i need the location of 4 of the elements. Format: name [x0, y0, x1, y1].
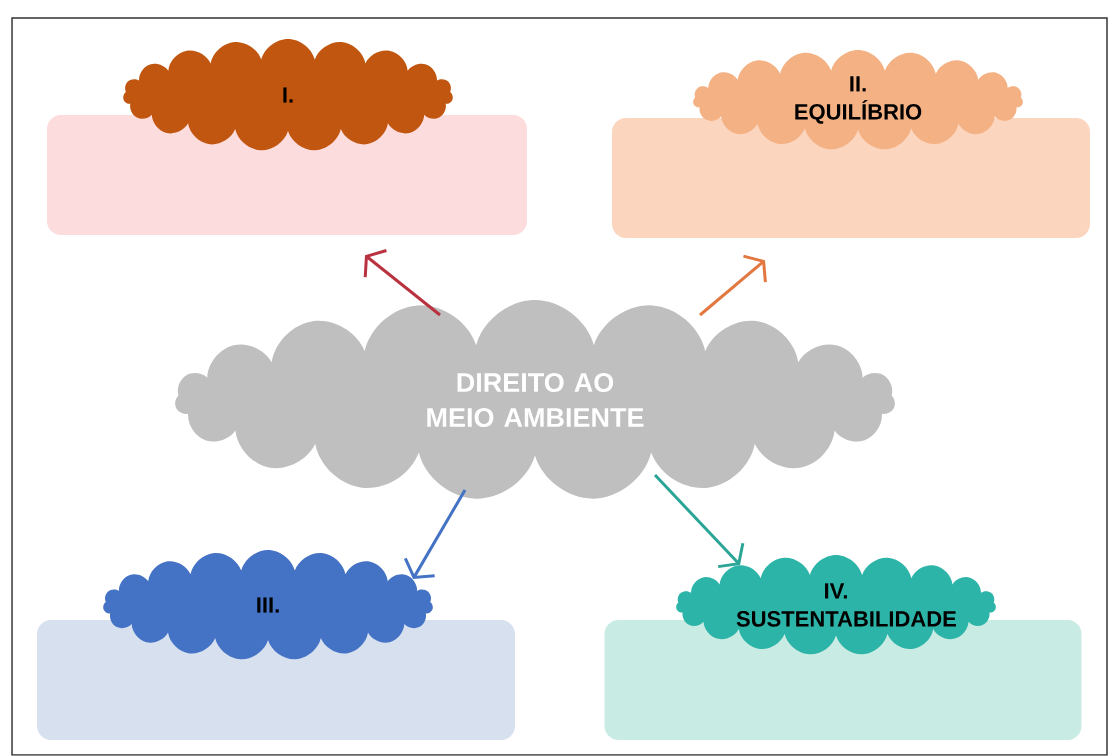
arrow [363, 249, 441, 317]
arrow [653, 473, 745, 569]
arrow [699, 254, 767, 317]
arrow [403, 489, 467, 579]
